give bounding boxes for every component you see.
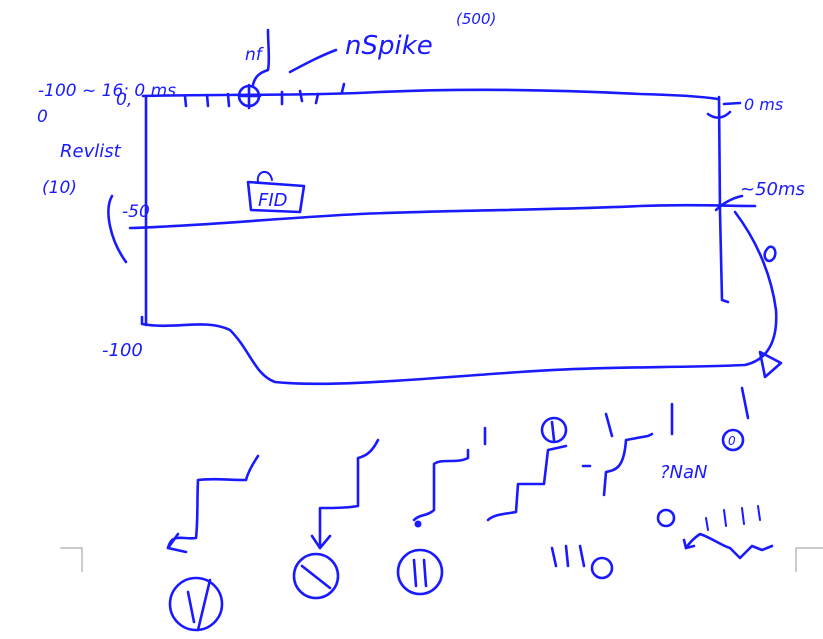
top-tick-3 — [226, 92, 231, 108]
label-revlist: Revlist — [60, 141, 122, 162]
staircase-5 — [602, 386, 750, 497]
staircase-1 — [166, 454, 260, 550]
label-nan: ?NaN — [660, 462, 708, 483]
top-tick-7 — [340, 82, 346, 94]
label-right-top: 0 ms — [744, 95, 783, 114]
ticks-iii — [550, 544, 586, 568]
circle-mark-3-strokes — [412, 558, 428, 588]
circle-mark-nan — [721, 428, 745, 452]
top-tick-5 — [298, 89, 304, 103]
label-zero-axis: 0, — [116, 90, 132, 110]
plot-frame-bottom-curve — [140, 210, 778, 386]
label-right-mid: ~50ms — [740, 179, 805, 200]
fid-box-handle — [256, 171, 273, 183]
ticks-1111 — [705, 505, 761, 531]
circle-mark-small — [656, 508, 676, 528]
midline-left-bracket — [107, 194, 128, 264]
label-nan-circle: 0 — [728, 434, 736, 448]
plot-frame-right-edge — [717, 95, 730, 304]
nspike-pointer-line — [288, 48, 338, 74]
top-tick-2 — [205, 93, 210, 108]
circle-mark-1 — [168, 576, 224, 632]
staircase-1-arrow — [166, 532, 188, 554]
circle-mark-1-strokes — [186, 578, 212, 632]
circle-mark-3 — [396, 548, 444, 596]
spike-marker-cross — [237, 83, 262, 110]
label-zero-left: 0 — [37, 107, 48, 127]
label-top-left-range: -100 ~ 16: 0 ms — [38, 81, 176, 101]
staircase-2 — [318, 438, 380, 550]
right-top-bracket — [706, 101, 742, 119]
label-fid-box: FID — [258, 190, 288, 211]
plot-frame-midline — [128, 203, 757, 230]
pointer-to-nan — [684, 532, 774, 560]
corner-mark-left — [60, 547, 83, 572]
circle-mark-2 — [292, 552, 340, 600]
right-small-loop — [763, 245, 777, 263]
label-nspike-count: (500) — [456, 10, 496, 28]
top-tick-1 — [183, 94, 188, 108]
staircase-4 — [486, 444, 592, 522]
staircase-3-dot — [414, 520, 422, 528]
label-nf: nf — [245, 45, 265, 65]
staircase-2-arrow — [310, 534, 332, 550]
label-nspike: nSpike — [345, 31, 433, 61]
nan-arrowhead — [682, 538, 696, 550]
right-mid-bracket — [714, 194, 744, 212]
staircase-3 — [412, 426, 487, 522]
label-revlist-count: (10) — [42, 178, 77, 198]
top-tick-6 — [314, 92, 320, 105]
circle-mark-4 — [540, 416, 568, 444]
circle-mark-2-stroke — [300, 564, 332, 590]
label-axis-50: -50 — [122, 202, 150, 222]
corner-mark-right — [795, 547, 823, 572]
label-axis-minus-100: -100 — [102, 340, 143, 361]
fid-box-outline — [246, 180, 306, 214]
circle-mark-5 — [590, 556, 614, 580]
nf-pointer-line — [251, 28, 271, 87]
right-down-arrow — [758, 350, 783, 379]
circle-mark-4-stroke — [550, 420, 556, 442]
